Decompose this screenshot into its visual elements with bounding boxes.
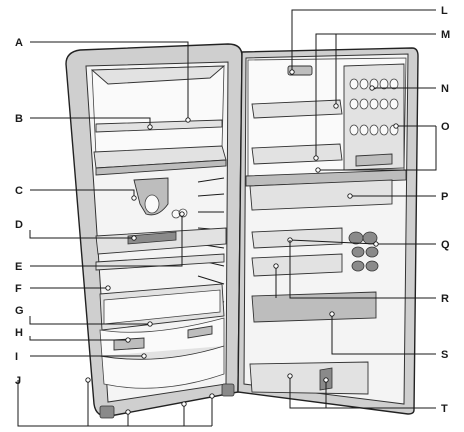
ice-trays [343,63,405,171]
label-e: E [15,261,22,273]
fridge-cabinet [65,43,243,419]
label-l: L [441,5,448,17]
label-g: G [15,305,24,317]
label-i: I [15,351,18,363]
fridge-door [237,47,419,415]
label-r: R [441,293,449,305]
label-j: J [15,375,21,387]
label-a: A [15,37,23,49]
label-m: M [441,29,450,41]
label-b: B [15,113,23,125]
label-c: C [15,185,23,197]
label-d: D [15,219,23,231]
label-o: O [441,121,450,133]
label-s: S [441,349,448,361]
label-q: Q [441,239,450,251]
bottle-holders [348,231,379,272]
label-t: T [441,403,448,415]
label-p: P [441,191,448,203]
part-labels: A B C D E F G H I J L M N O P Q R S T [15,5,450,415]
label-h: H [15,327,23,339]
label-f: F [15,283,22,295]
label-n: N [441,83,449,95]
leader-lines [17,9,437,427]
